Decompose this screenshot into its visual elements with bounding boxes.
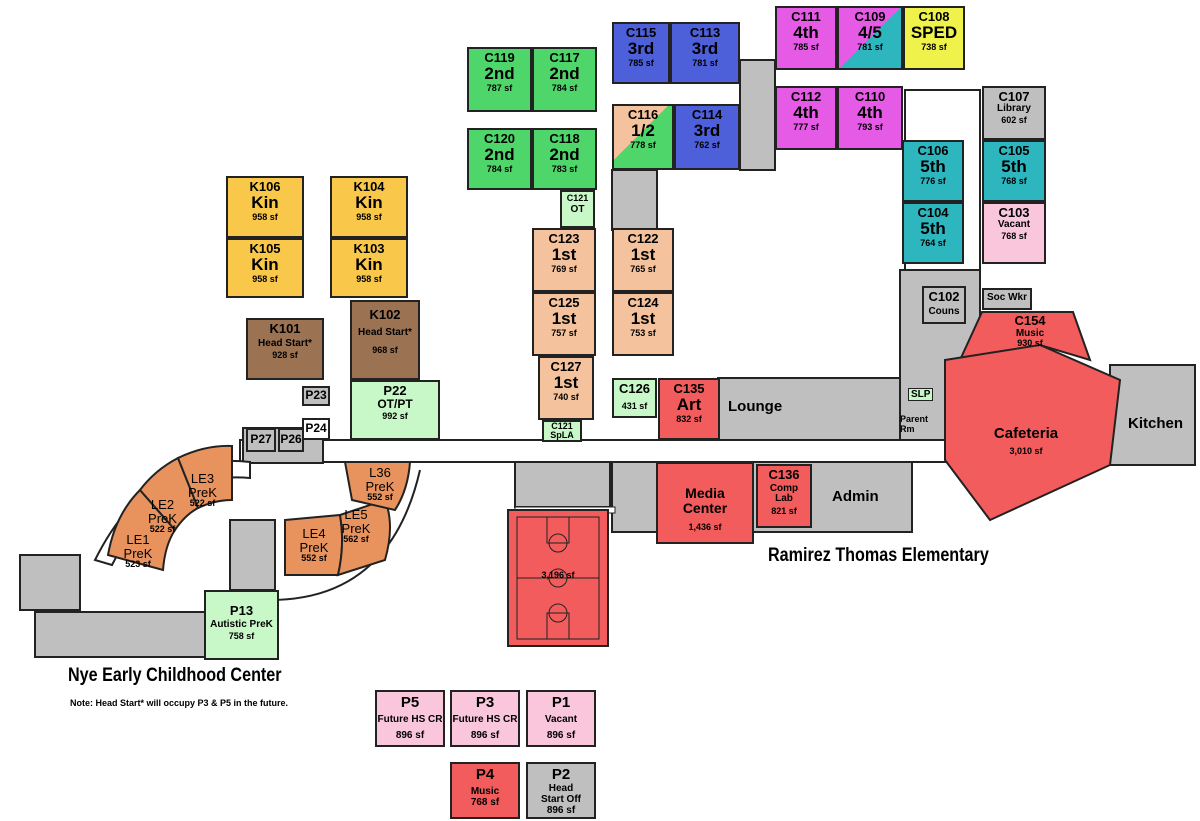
future-note: Note: Head Start* will occupy P3 & P5 in… — [70, 698, 289, 708]
room-k105[interactable]: K105 Kin 958 sf — [226, 238, 304, 298]
room-c123[interactable]: C123 1st 769 sf — [532, 228, 596, 292]
room-c102[interactable]: C102 Couns — [922, 286, 966, 324]
room-c121-ot[interactable]: C121 OT — [560, 190, 595, 228]
room-c127[interactable]: C127 1st 740 sf — [538, 356, 594, 420]
gym-side-rooms — [514, 461, 611, 508]
room-k103[interactable]: K103 Kin 958 sf — [330, 238, 408, 298]
room-c124[interactable]: C124 1st 753 sf — [612, 292, 674, 356]
room-c116[interactable]: C116 1/2 778 sf — [612, 104, 674, 170]
room-le4[interactable]: LE4 PreK 552 sf — [299, 526, 329, 564]
parent-rm-label: Parent Rm — [900, 414, 929, 434]
slp-label: SLP — [908, 388, 934, 401]
room-c119[interactable]: C119 2nd 787 sf — [467, 47, 532, 112]
room-c113[interactable]: C113 3rd 781 sf — [670, 22, 740, 84]
room-c126[interactable]: C126 431 sf — [612, 378, 657, 418]
nye-title: Nye Early Childhood Center — [68, 665, 282, 686]
top-connector — [739, 59, 776, 171]
portable-p2[interactable]: P2 Head Start Off 896 sf — [526, 762, 596, 819]
mid-stair — [611, 169, 658, 231]
room-c121-spla[interactable]: C121 SpLA — [542, 420, 582, 442]
room-media-center[interactable]: Media Center 1,436 sf — [656, 462, 754, 544]
kitchen-label: Kitchen — [1128, 415, 1184, 432]
room-le1[interactable]: LE1 PreK 523 sf — [123, 532, 153, 570]
room-le2[interactable]: LE2 PreK 522 sf — [148, 497, 177, 535]
room-le3[interactable]: LE3 PreK 522 sf — [188, 471, 217, 509]
portable-p1[interactable]: P1 Vacant 896 sf — [526, 690, 596, 747]
admin-label: Admin — [832, 488, 879, 505]
room-gym[interactable]: 3,196 sf — [507, 509, 609, 647]
nye-gray-1 — [19, 554, 81, 611]
room-c107[interactable]: C107 Library 602 sf — [982, 86, 1046, 140]
room-c125[interactable]: C125 1st 757 sf — [532, 292, 596, 356]
room-c106[interactable]: C106 5th 776 sf — [902, 140, 964, 202]
room-p26[interactable]: P26 — [278, 428, 304, 452]
room-k101[interactable]: K101 Head Start* 928 sf — [246, 318, 324, 380]
portable-p4[interactable]: P4 Music 768 sf — [450, 762, 520, 819]
room-c115[interactable]: C115 3rd 785 sf — [612, 22, 670, 84]
main-corridor — [239, 439, 956, 463]
room-cafeteria[interactable]: Cafeteria 3,010 sf — [993, 425, 1059, 456]
room-k106[interactable]: K106 Kin 958 sf — [226, 176, 304, 238]
room-c122[interactable]: C122 1st 765 sf — [612, 228, 674, 292]
room-k102[interactable]: K102 Head Start* 968 sf — [350, 300, 420, 380]
room-le5[interactable]: LE5 PreK 562 sf — [341, 507, 371, 545]
room-c109[interactable]: C109 4/5 781 sf — [837, 6, 903, 70]
room-p27[interactable]: P27 — [246, 428, 276, 452]
lounge-strip — [717, 377, 909, 441]
room-c135[interactable]: C135 Art 832 sf — [658, 378, 720, 440]
room-c104[interactable]: C104 5th 764 sf — [902, 202, 964, 264]
nye-gray-2 — [34, 611, 216, 658]
room-p22[interactable]: P22 OT/PT 992 sf — [350, 380, 440, 440]
room-c103[interactable]: C103 Vacant 768 sf — [982, 202, 1046, 264]
room-c120[interactable]: C120 2nd 784 sf — [467, 128, 532, 190]
room-c114[interactable]: C114 3rd 762 sf — [674, 104, 740, 170]
portable-p5[interactable]: P5 Future HS CR 896 sf — [375, 690, 445, 747]
room-k104[interactable]: K104 Kin 958 sf — [330, 176, 408, 238]
room-c105[interactable]: C105 5th 768 sf — [982, 140, 1046, 202]
room-c110[interactable]: C110 4th 793 sf — [837, 86, 903, 150]
nye-gray-3 — [229, 519, 276, 591]
room-p23[interactable]: P23 — [302, 386, 330, 406]
room-p24[interactable]: P24 — [302, 418, 330, 440]
room-c112[interactable]: C112 4th 777 sf — [775, 86, 837, 150]
court-lines — [516, 516, 600, 640]
room-c154[interactable]: C154 Music 930 sf — [1014, 313, 1046, 349]
room-l36[interactable]: L36 PreK 552 sf — [365, 465, 395, 503]
room-soc-wkr[interactable]: Soc Wkr — [982, 288, 1032, 310]
portable-p3[interactable]: P3 Future HS CR 896 sf — [450, 690, 520, 747]
room-c111[interactable]: C111 4th 785 sf — [775, 6, 837, 70]
room-p13[interactable]: P13 Autistic PreK 758 sf — [204, 590, 279, 660]
room-c117[interactable]: C117 2nd 784 sf — [532, 47, 597, 112]
room-c118[interactable]: C118 2nd 783 sf — [532, 128, 597, 190]
room-c136[interactable]: C136 Comp Lab 821 sf — [756, 464, 812, 528]
room-c108[interactable]: C108 SPED 738 sf — [903, 6, 965, 70]
lounge-label: Lounge — [728, 398, 783, 415]
ramirez-title: Ramirez Thomas Elementary — [768, 545, 989, 566]
